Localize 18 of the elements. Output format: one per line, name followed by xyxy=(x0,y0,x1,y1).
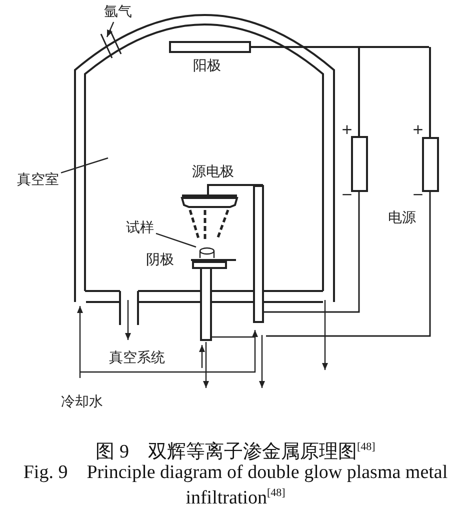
vacuum-system-label: 真空系统 xyxy=(109,350,165,366)
cooling-water-label: 冷却水 xyxy=(61,394,103,410)
callout-label: 氩气 xyxy=(104,4,132,20)
minus-sign: − xyxy=(412,187,424,203)
cathode-label: 阴极 xyxy=(146,252,174,268)
callout-label: 真空室 xyxy=(17,172,59,188)
anode-label: 阳极 xyxy=(193,58,221,74)
callout-label: 试样 xyxy=(126,220,154,236)
caption-text: Fig. 9 Principle diagram of double glow plasma metal infiltration$^{[48]}$ xyxy=(22,462,449,508)
plus-sign: + xyxy=(341,122,353,138)
leader-arrow xyxy=(106,22,114,38)
source-electrode-label: 源电极 xyxy=(192,164,234,180)
power-supply-label: 电源 xyxy=(388,210,416,226)
leader-line xyxy=(60,157,108,174)
leader-line xyxy=(156,232,196,248)
minus-sign: − xyxy=(341,187,353,203)
plus-sign: + xyxy=(412,122,424,138)
caption-text: 图 9 双辉等离子渗金属原理图$^{[48]}$ xyxy=(94,440,376,462)
